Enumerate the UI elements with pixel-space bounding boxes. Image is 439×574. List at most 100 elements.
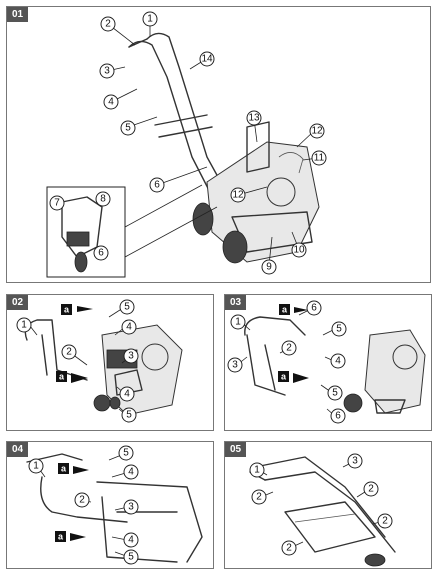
callout-8: 8	[95, 191, 111, 207]
svg-text:1: 1	[254, 465, 260, 476]
callout-5-bottom: 5	[123, 549, 139, 565]
svg-text:2: 2	[66, 347, 72, 358]
panel-01-label: 01	[7, 7, 29, 22]
callout-2: 2	[61, 344, 77, 360]
svg-text:1: 1	[235, 317, 241, 328]
callout-14: 14	[199, 51, 215, 67]
svg-text:2: 2	[286, 343, 292, 354]
callout-3: 3	[347, 453, 363, 469]
callout-12-top: 12	[309, 123, 325, 139]
svg-text:a: a	[281, 372, 287, 382]
callout-1: 1	[230, 314, 246, 330]
panel-05: 05 3 1 2 2 2 2	[224, 441, 432, 569]
callout-6-top: 6	[306, 300, 322, 316]
callout-1: 1	[28, 458, 44, 474]
svg-text:11: 11	[314, 153, 325, 164]
callout-5-top: 5	[331, 321, 347, 337]
svg-text:10: 10	[293, 245, 305, 256]
svg-text:5: 5	[332, 388, 338, 399]
callout-10: 10	[291, 242, 307, 258]
svg-text:4: 4	[108, 97, 114, 108]
callout-1: 1	[142, 11, 158, 27]
panel-03-annotations: a a 6 5 1 2 4 3 5 6	[227, 300, 347, 424]
svg-text:6: 6	[154, 180, 160, 191]
tag-a-top: a	[279, 304, 290, 315]
callout-6-bottom: 6	[330, 408, 346, 424]
callout-2: 2	[100, 16, 116, 32]
svg-text:5: 5	[128, 552, 134, 563]
svg-text:4: 4	[124, 389, 130, 400]
callout-3: 3	[99, 63, 115, 79]
handle-assembly-step-03-illustration	[236, 308, 426, 417]
callout-1: 1	[249, 462, 265, 478]
panel-02-annotations: a a 5 4 1 2 3 4 5	[16, 299, 139, 423]
callout-5-bottom: 5	[121, 407, 137, 423]
svg-text:1: 1	[147, 14, 153, 25]
callout-2-right: 2	[377, 513, 393, 529]
svg-text:a: a	[59, 372, 65, 382]
tag-a-bottom: a	[55, 531, 66, 542]
callout-2-left: 2	[251, 489, 267, 505]
arrow-right-bottom	[293, 373, 309, 383]
svg-text:4: 4	[335, 356, 341, 367]
svg-text:5: 5	[125, 123, 131, 134]
callout-13: 13	[246, 110, 262, 126]
svg-text:2: 2	[79, 495, 85, 506]
panel-05-label: 05	[225, 442, 247, 457]
svg-text:4: 4	[128, 535, 134, 546]
callout-12-bottom: 12	[230, 187, 246, 203]
panel-04-annotations: a a 5 4 1 3 2 4 5	[28, 445, 139, 565]
svg-text:5: 5	[126, 410, 132, 421]
svg-text:1: 1	[21, 320, 27, 331]
svg-text:6: 6	[98, 248, 104, 259]
callout-11: 11	[311, 150, 327, 166]
callout-2-upper-right: 2	[363, 481, 379, 497]
callout-1: 1	[16, 317, 32, 333]
svg-text:2: 2	[382, 516, 388, 527]
callout-2: 2	[74, 492, 90, 508]
callout-5: 5	[120, 120, 136, 136]
svg-text:13: 13	[248, 113, 260, 124]
arrow-right-bottom	[71, 373, 88, 383]
svg-text:4: 4	[128, 467, 134, 478]
callout-5-bottom: 5	[327, 385, 343, 401]
svg-text:7: 7	[54, 198, 60, 209]
panel-04-label: 04	[7, 442, 29, 457]
svg-text:6: 6	[335, 411, 341, 422]
callout-6-inset: 6	[93, 245, 109, 261]
svg-text:3: 3	[352, 456, 358, 467]
tag-a-bottom: a	[56, 371, 67, 382]
svg-text:3: 3	[128, 502, 134, 513]
panel-02: 02 a a 5 4 1 2 3 4 5	[6, 294, 214, 431]
callout-3: 3	[123, 348, 139, 364]
svg-text:2: 2	[286, 543, 292, 554]
panel-04: 04 a a 5 4 1 3 2 4 5	[6, 441, 214, 569]
callout-9: 9	[261, 259, 277, 275]
callout-2: 2	[281, 340, 297, 356]
svg-text:a: a	[282, 305, 288, 315]
callout-6: 6	[149, 177, 165, 193]
callout-4-top: 4	[123, 464, 139, 480]
svg-text:1: 1	[33, 461, 39, 472]
svg-text:5: 5	[123, 448, 129, 459]
svg-text:2: 2	[105, 19, 111, 30]
svg-text:3: 3	[104, 66, 110, 77]
handle-assembly-step-05-illustration	[249, 456, 396, 567]
panel-03: 03 a a 6 5 1 2 4 3 5 6	[224, 294, 432, 431]
callout-4-bottom: 4	[123, 532, 139, 548]
callout-5-top: 5	[118, 445, 134, 461]
svg-text:14: 14	[201, 54, 213, 65]
panel-01-callouts: 1 2 3 14 4 5 13 12 11 6 12 7 8 6 9 10	[49, 11, 327, 275]
callout-5-top: 5	[119, 299, 135, 315]
callout-3: 3	[227, 357, 243, 373]
callout-7: 7	[49, 195, 65, 211]
callout-4: 4	[330, 353, 346, 369]
svg-text:3: 3	[128, 351, 134, 362]
svg-text:2: 2	[256, 492, 262, 503]
callout-4: 4	[103, 94, 119, 110]
arrow-right-bottom	[70, 533, 86, 541]
svg-text:a: a	[61, 464, 67, 474]
callout-4-top: 4	[121, 319, 137, 335]
svg-text:12: 12	[311, 126, 323, 137]
tag-a-top: a	[58, 463, 69, 474]
